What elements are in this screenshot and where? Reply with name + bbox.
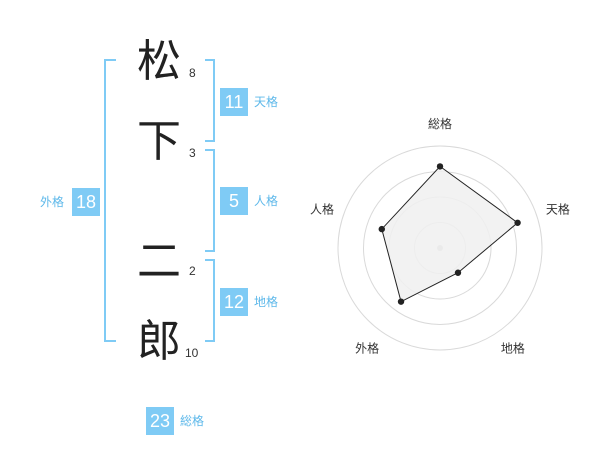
chikaku-bracket <box>205 259 215 342</box>
tenkaku-value: 11 <box>220 88 248 116</box>
soukaku-value: 23 <box>146 407 174 435</box>
radar-axis-label-3: 外格 <box>355 340 379 355</box>
tenkaku-label: 天格 <box>254 95 279 109</box>
radar-point-3 <box>397 298 405 305</box>
gaikaku-bracket <box>104 59 116 342</box>
gaikaku-value: 18 <box>72 188 100 216</box>
chikaku-value: 12 <box>220 288 248 316</box>
stroke-count-3: 2 <box>189 264 196 278</box>
radar-point-1 <box>514 219 521 226</box>
name-char-1: 松 <box>137 36 181 87</box>
radar-points <box>378 163 521 305</box>
radar-point-4 <box>378 225 385 233</box>
radar-point-2 <box>454 269 462 276</box>
stroke-count-1: 8 <box>189 66 196 80</box>
soukaku-label: 総格 <box>180 414 205 428</box>
name-char-2: 下 <box>137 116 181 167</box>
jinkaku-value: 5 <box>220 187 248 215</box>
gaikaku-label: 外格 <box>40 195 65 209</box>
jinkaku-bracket <box>205 149 215 252</box>
radar-axis-label-1: 天格 <box>546 202 570 217</box>
stroke-count-2: 3 <box>189 146 196 160</box>
jinkaku-label: 人格 <box>254 194 279 208</box>
radar-axis-label-4: 人格 <box>310 202 334 217</box>
radar-axis-label-2: 地格 <box>501 340 525 355</box>
radar-area <box>381 165 519 303</box>
stroke-count-4: 10 <box>185 346 199 360</box>
name-char-3: 二 <box>137 236 181 287</box>
radar-point-0 <box>436 163 444 170</box>
radar-ring-4 <box>337 145 543 351</box>
name-char-4: 郎 <box>137 316 181 367</box>
chikaku-label: 地格 <box>254 295 279 309</box>
tenkaku-bracket <box>205 59 215 142</box>
radar-axis-label-0: 総格 <box>428 116 452 131</box>
